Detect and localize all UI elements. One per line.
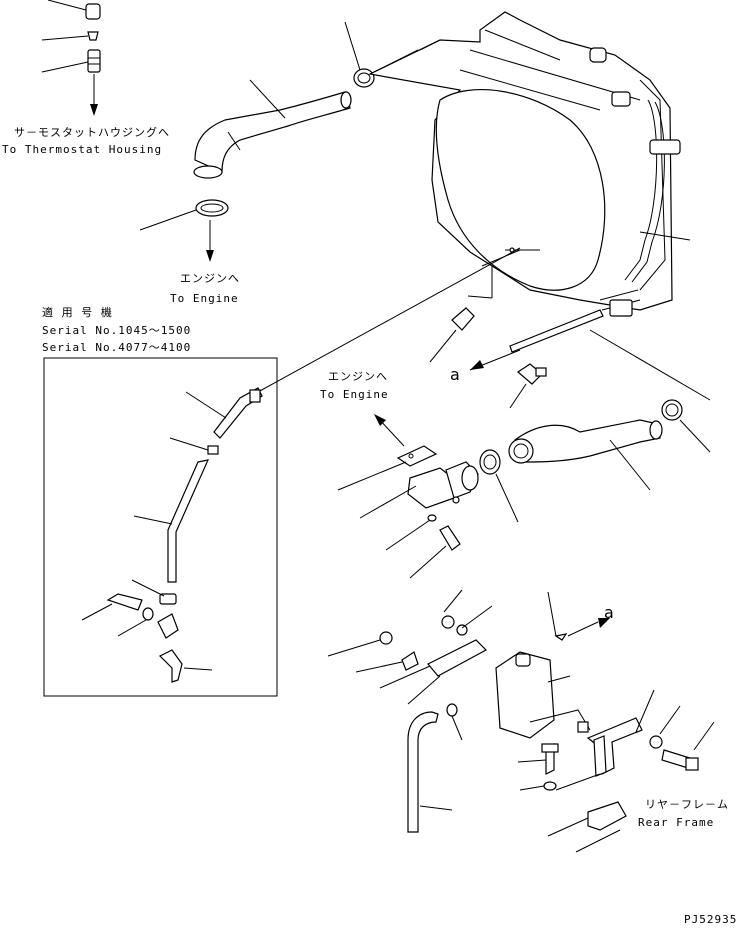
radiator-assembly [368, 11, 691, 317]
label-serial-2: Serial No.4077～4100 [42, 341, 192, 354]
label-rear-frame-jp: リヤ－フレ－ム [645, 798, 729, 811]
ref-mark-a-1: a [450, 365, 460, 384]
label-to-engine-en-1: To Engine [170, 292, 239, 305]
drawing-id: PJ52935 [684, 913, 738, 926]
inset-frame [43, 357, 278, 697]
label-to-thermostat-en: To Thermostat Housing [2, 143, 163, 156]
bolt-middle [385, 514, 461, 579]
upper-hose [139, 21, 375, 262]
label-to-engine-jp-1: エンジンへ [180, 272, 240, 285]
elbow-fitting [509, 363, 547, 409]
label-to-engine-en-2: To Engine [320, 388, 389, 401]
inset-parts [81, 387, 263, 683]
rear-bracket [517, 689, 715, 791]
label-applicable: 適 用 号 機 [42, 306, 113, 319]
reserve-tank [495, 591, 591, 739]
label-rear-frame-en: Rear Frame [638, 816, 715, 829]
overflow-tube [429, 266, 604, 371]
top-fittings [41, 0, 101, 116]
tank-band [327, 589, 493, 741]
water-outlet [359, 461, 479, 519]
gasket [337, 445, 438, 491]
lower-hose [479, 329, 711, 523]
label-to-engine-jp-2: エンジンへ [328, 370, 388, 383]
drain-hose [407, 711, 439, 833]
leader-inset [257, 247, 521, 393]
ref-mark-a-2: a [604, 603, 614, 622]
rear-frame [547, 801, 627, 853]
label-serial-1: Serial No.1045～1500 [42, 324, 192, 337]
label-to-thermostat-jp: サ－モスタットハウジングへ [14, 126, 170, 139]
